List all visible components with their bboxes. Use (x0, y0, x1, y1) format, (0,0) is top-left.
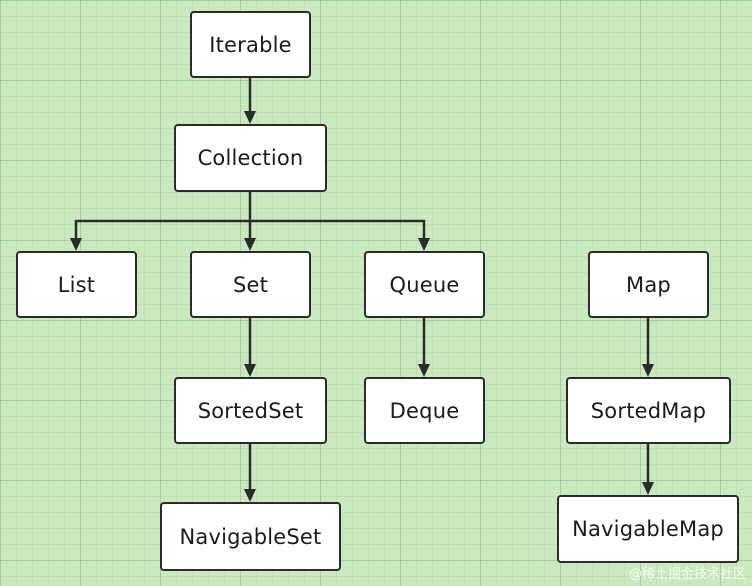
arrowhead-navigablemap (642, 482, 654, 495)
arrowhead-collection (244, 111, 256, 124)
node-collection: Collection (174, 124, 327, 192)
node-deque: Deque (364, 377, 485, 444)
node-map: Map (588, 251, 709, 318)
node-sortedset: SortedSet (174, 377, 327, 444)
node-queue: Queue (364, 251, 485, 318)
node-navigableset: NavigableSet (160, 502, 341, 571)
node-navigablemap: NavigableMap (557, 495, 739, 563)
arrowhead-deque (418, 364, 430, 377)
watermark: @稀土掘金技术社区 (628, 567, 746, 582)
edge-collection-list (74, 192, 252, 241)
node-set: Set (190, 251, 311, 318)
arrowhead-set (244, 238, 256, 251)
node-sortedmap: SortedMap (566, 377, 731, 444)
edge-collection-queue (250, 219, 426, 241)
arrowhead-sortedset (244, 364, 256, 377)
arrowhead-sortedmap (642, 364, 654, 377)
node-list: List (16, 251, 137, 318)
arrowhead-list (70, 238, 82, 251)
arrowhead-navigableset (244, 489, 256, 502)
node-iterable: Iterable (190, 11, 311, 78)
arrowhead-queue (418, 238, 430, 251)
